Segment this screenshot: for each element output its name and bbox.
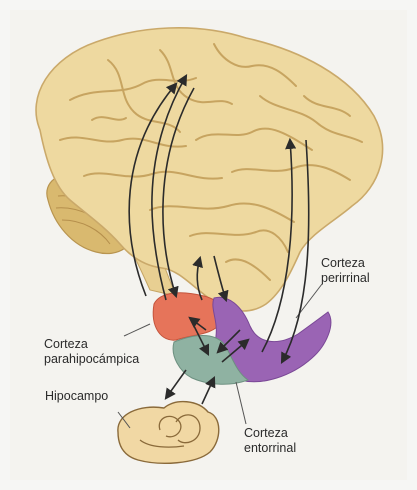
label-corteza-parahipocampica: Corteza parahipocámpica bbox=[44, 337, 139, 367]
hipocampo-shape bbox=[118, 402, 219, 464]
label-corteza-parahipocampica-line1: Corteza bbox=[44, 337, 139, 352]
label-corteza-entorrinal: Corteza entorrinal bbox=[244, 426, 296, 456]
label-corteza-perirrinal-line2: perirrinal bbox=[321, 271, 370, 286]
label-corteza-perirrinal-line1: Corteza bbox=[321, 256, 370, 271]
label-corteza-entorrinal-line1: Corteza bbox=[244, 426, 296, 441]
label-hipocampo: Hipocampo bbox=[45, 389, 108, 404]
label-corteza-entorrinal-line2: entorrinal bbox=[244, 441, 296, 456]
label-corteza-perirrinal: Corteza perirrinal bbox=[321, 256, 370, 286]
label-corteza-parahipocampica-line2: parahipocámpica bbox=[44, 352, 139, 367]
